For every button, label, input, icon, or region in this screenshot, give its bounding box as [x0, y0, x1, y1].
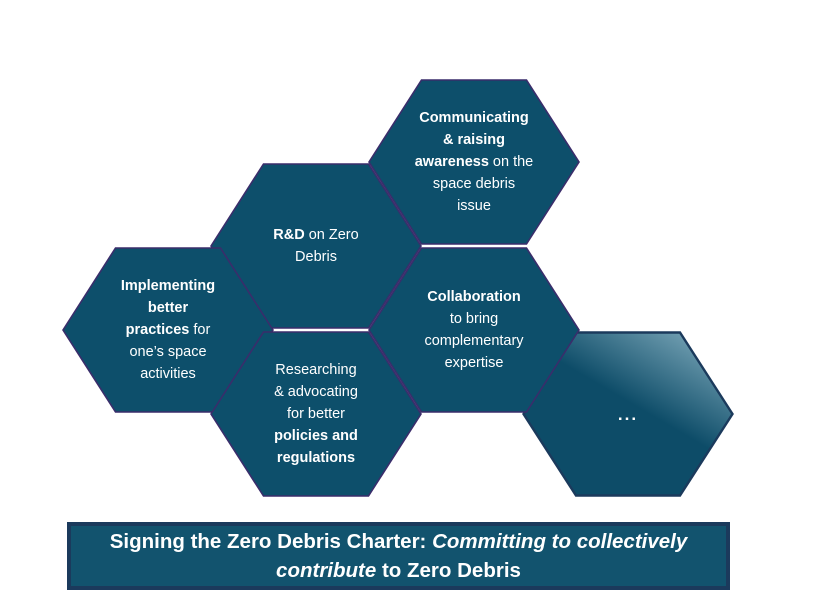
hexagon-collaboration-shape [368, 247, 580, 413]
label-line: to bring [450, 308, 498, 330]
label-line: one’s space [129, 341, 206, 363]
hexagon-collaboration-label: Collaboration to bring complementary exp… [368, 247, 580, 413]
hexagon-implementing [62, 247, 274, 413]
label-text: one’s space [129, 344, 207, 360]
label-line: Debris [295, 246, 337, 268]
label-text: & raising [442, 132, 506, 148]
label-text: issue [457, 198, 491, 214]
label-text: on Zero [304, 227, 359, 243]
label-text: Researching [275, 362, 357, 378]
label-text: & advocating [274, 384, 358, 400]
hexagon-implementing-label: Implementing better practices for one’s … [62, 247, 274, 413]
hexagon-implementing-shape [62, 247, 274, 413]
label-line: activities [140, 363, 196, 385]
label-line: R&D on Zero [273, 224, 358, 246]
label-text: space debris [432, 176, 516, 192]
label-line: & advocating [274, 381, 358, 403]
label-line: Collaboration [427, 286, 520, 308]
label-line: practices for [126, 319, 211, 341]
banner-text: Signing the Zero Debris Charter: Committ… [109, 527, 689, 585]
hexagon-rd-label: R&D on Zero Debris [210, 163, 422, 329]
hexagon-researching [210, 331, 422, 497]
label-text: Debris [295, 249, 337, 265]
label-line: issue [457, 195, 491, 217]
label-line: complementary [424, 330, 523, 352]
label-text: activities [140, 366, 196, 382]
label-text: regulations [276, 450, 356, 466]
label-text: to bring [449, 311, 499, 327]
banner-text-lead: Signing the Zero Debris Charter: [109, 530, 433, 553]
label-text: better [147, 300, 189, 316]
label-line: awareness on the [415, 151, 534, 173]
banner-text-tail: to Zero Debris [376, 559, 521, 582]
label-line: regulations [277, 447, 355, 469]
hexagon-more-label: ... [522, 331, 734, 497]
label-text: practices [125, 322, 190, 338]
label-text: R&D [273, 227, 305, 243]
label-text: Implementing [120, 278, 216, 294]
hexagon-communicating-shape [368, 79, 580, 245]
label-text: on the [488, 154, 534, 170]
hexagon-collaboration [368, 247, 580, 413]
label-line: Researching [275, 359, 356, 381]
label-line: for better [287, 403, 345, 425]
label-line: policies and [274, 425, 358, 447]
label-text: for [189, 322, 211, 338]
label-text: policies and [274, 428, 358, 444]
label-line: & raising [443, 129, 505, 151]
label-text: expertise [444, 355, 504, 371]
hexagon-communicating [368, 79, 580, 245]
label-line: space debris [433, 173, 515, 195]
signing-banner: Signing the Zero Debris Charter: Committ… [67, 522, 730, 590]
label-line: expertise [445, 352, 504, 374]
label-line: Implementing [121, 275, 215, 297]
label-text: Collaboration [427, 289, 521, 305]
label-text: Communicating [419, 110, 529, 126]
hexagon-researching-shape [210, 331, 422, 497]
label-line: better [148, 297, 188, 319]
ellipsis-text: ... [617, 404, 639, 424]
label-text: for better [286, 406, 346, 422]
label-line: Communicating [419, 107, 529, 129]
label-text: complementary [424, 333, 524, 349]
label-text: awareness [414, 154, 489, 170]
banner-text-italic: Committing to collectively contribute [276, 530, 688, 582]
hexagon-researching-label: Researching & advocating for better poli… [210, 331, 422, 497]
hexagon-communicating-label: Communicating & raising awareness on the… [368, 79, 580, 245]
